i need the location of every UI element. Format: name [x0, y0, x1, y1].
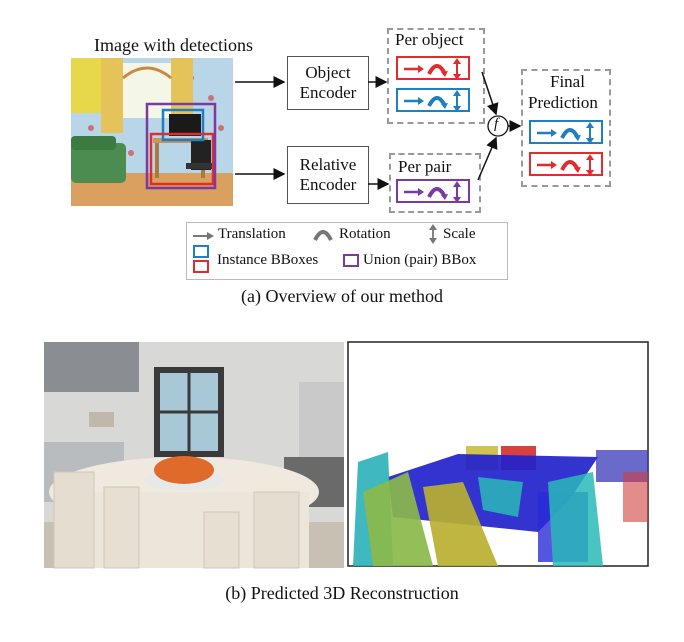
legend-box [186, 222, 508, 280]
final-pred-red [529, 152, 603, 176]
final-pred-blue [529, 120, 603, 144]
arrow-per-object-to-f [481, 71, 499, 116]
function-node [487, 115, 509, 137]
final-prediction-line1: Final [550, 72, 585, 91]
per-object-pred-blue [396, 88, 470, 112]
legend-scale-icon [429, 224, 437, 244]
caption-b: (b) Predicted 3D Reconstruction [225, 583, 459, 603]
arrow-per-pair-to-f [477, 136, 498, 181]
legend-scale: Scale [443, 226, 476, 242]
flow-arrows [235, 71, 522, 190]
relative-encoder-line2: Encoder [299, 175, 357, 194]
reconstruction-view [347, 341, 649, 567]
legend-rotation: Rotation [339, 226, 391, 242]
function-symbol: f [494, 116, 499, 132]
relative-encoder-box: Relative Encoder [287, 146, 369, 204]
legend-rotation-icon [313, 230, 333, 241]
per-object-label: Per object [395, 30, 464, 49]
legend-red-box-icon [193, 260, 209, 273]
legend-purple-box-icon [343, 254, 359, 267]
legend-union-bbox: Union (pair) BBox [363, 252, 477, 268]
final-prediction-line2: Prediction [528, 93, 598, 112]
relative-encoder-line1: Relative [299, 155, 357, 174]
legend-translation: Translation [218, 226, 286, 242]
detection-image [71, 58, 233, 206]
caption-a: (a) Overview of our method [241, 286, 443, 306]
image-title: Image with detections [94, 35, 253, 55]
kitchen-photo [44, 342, 344, 569]
object-encoder-line1: Object [305, 63, 351, 82]
legend-instance-bboxes: Instance BBoxes [217, 252, 319, 268]
object-encoder-box: Object Encoder [287, 56, 369, 110]
legend-translation-icon [193, 232, 214, 240]
per-pair-label: Per pair [398, 157, 452, 176]
per-object-pred-red [396, 56, 470, 80]
object-encoder-line2: Encoder [299, 83, 357, 102]
legend-blue-box-icon [193, 245, 209, 258]
per-pair-pred-purple [396, 179, 470, 203]
